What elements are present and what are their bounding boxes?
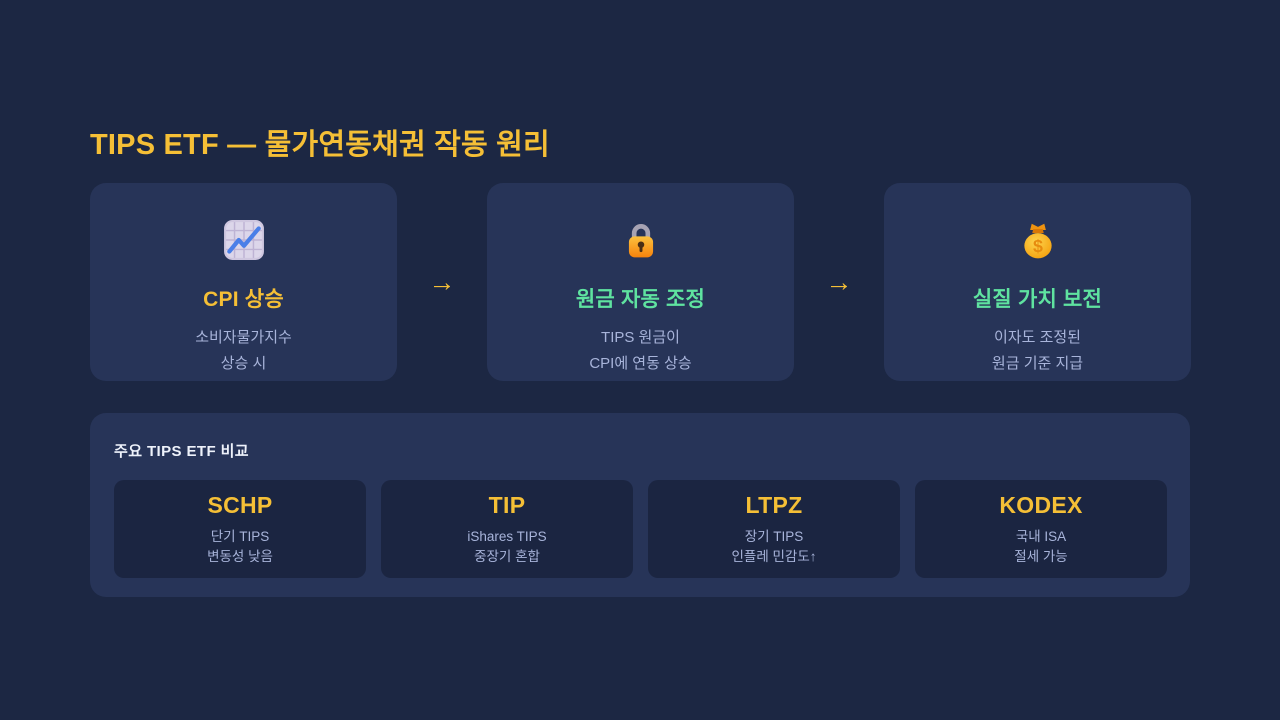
- etf-card-ltpz: LTPZ 장기 TIPS 인플레 민감도↑: [648, 480, 900, 578]
- flow-step-cpi-rise: CPI 상승 소비자물가지수 상승 시: [90, 183, 397, 381]
- step-title: 원금 자동 조정: [575, 288, 706, 311]
- step-subtitle: 이자도 조정된 원금 기준 지급: [991, 329, 1084, 372]
- lock-icon: [628, 224, 653, 258]
- flow-row: CPI 상승 소비자물가지수 상승 시 → 원금 자동: [90, 183, 1191, 381]
- flow-step-real-value: $ 실질 가치 보전 이자도 조정된 원금 기준 지급: [884, 183, 1191, 381]
- etf-card-schp: SCHP 단기 TIPS 변동성 낮음: [114, 480, 366, 578]
- flow-step-principal-adjust: 원금 자동 조정 TIPS 원금이 CPI에 연동 상승: [487, 183, 794, 381]
- etf-description: 단기 TIPS 변동성 낮음: [207, 528, 273, 564]
- arrow-right-icon: →: [825, 266, 853, 297]
- step-title: CPI 상승: [203, 288, 284, 311]
- step-title: 실질 가치 보전: [972, 288, 1103, 311]
- svg-text:$: $: [1033, 236, 1043, 256]
- etf-description: iShares TIPS 중장기 혼합: [467, 528, 547, 564]
- etf-ticker: TIP: [488, 491, 526, 518]
- etf-card-tip: TIP iShares TIPS 중장기 혼합: [381, 480, 633, 578]
- etf-description: 국내 ISA 절세 가능: [1014, 528, 1068, 564]
- money-bag-icon: $: [1023, 223, 1052, 259]
- etf-ticker: SCHP: [207, 491, 273, 518]
- comparison-panel: 주요 TIPS ETF 비교 SCHP 단기 TIPS 변동성 낮음 TIP i…: [90, 413, 1190, 597]
- comparison-heading: 주요 TIPS ETF 비교: [114, 443, 249, 460]
- etf-grid: SCHP 단기 TIPS 변동성 낮음 TIP iShares TIPS 중장기…: [114, 480, 1167, 578]
- step-subtitle: 소비자물가지수 상승 시: [195, 329, 292, 372]
- etf-description: 장기 TIPS 인플레 민감도↑: [731, 528, 817, 564]
- arrow-right-icon: →: [428, 266, 456, 297]
- page-title: TIPS ETF — 물가연동채권 작동 원리: [90, 129, 550, 161]
- etf-card-kodex: KODEX 국내 ISA 절세 가능: [915, 480, 1167, 578]
- etf-ticker: LTPZ: [745, 491, 803, 518]
- chart-increasing-icon: [223, 220, 264, 260]
- etf-ticker: KODEX: [999, 491, 1083, 518]
- step-subtitle: TIPS 원금이 CPI에 연동 상승: [589, 329, 692, 372]
